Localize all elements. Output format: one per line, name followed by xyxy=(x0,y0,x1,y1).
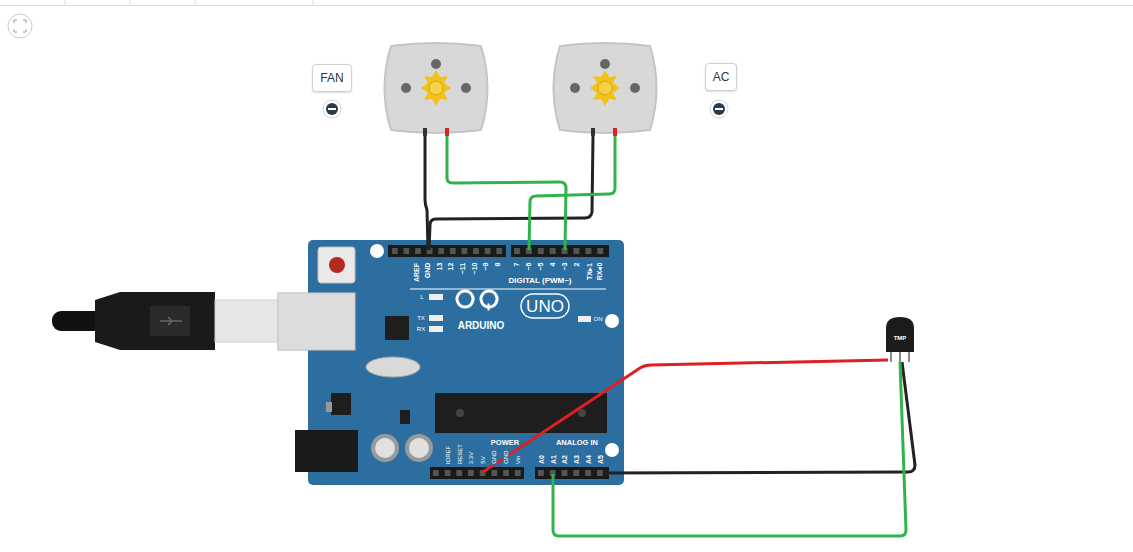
pin-label: AREF xyxy=(414,262,421,283)
remove-button xyxy=(323,100,341,118)
pin-label: TX▸1 xyxy=(586,262,593,281)
fit-view-icon xyxy=(8,14,32,38)
arduino-uno-board xyxy=(278,240,624,485)
pin-label: A5 xyxy=(596,454,603,465)
pin-label: A4 xyxy=(584,454,591,465)
pin-label: 7 xyxy=(514,262,521,268)
board-label: TX xyxy=(416,315,426,321)
pin-label: 12 xyxy=(447,262,454,272)
board-label: L xyxy=(419,294,424,300)
pin-label: A2 xyxy=(560,454,567,465)
pin-label: RESET xyxy=(457,443,463,465)
pin-label: 2 xyxy=(574,262,581,268)
pin-label: ~11 xyxy=(460,262,467,276)
pin-label: A3 xyxy=(572,454,579,465)
board-label: ARDUINO xyxy=(457,321,506,331)
pin-label: Vin xyxy=(515,454,521,465)
board-label: UNO xyxy=(525,298,565,315)
pin-label: 3.3V xyxy=(468,451,474,465)
pin-label: 8 xyxy=(495,262,502,268)
board-label: DIGITAL (PWM~) xyxy=(507,277,572,285)
pin-label: GND xyxy=(425,262,432,280)
pin-label: 5V xyxy=(480,456,486,465)
callout-text: FAN xyxy=(320,72,343,84)
usb-cable xyxy=(52,292,355,350)
callout-box: AC xyxy=(705,63,738,91)
pin-label: ~9 xyxy=(482,262,489,272)
dc-motor xyxy=(554,43,657,136)
pin-label: ~5 xyxy=(537,262,544,272)
remove-button xyxy=(710,100,728,118)
pin-label: GND xyxy=(491,450,497,465)
pin-label: A0 xyxy=(537,454,544,465)
pin-label: 13 xyxy=(436,262,443,272)
pin-label: GND xyxy=(503,450,509,465)
pin-label: IOREF xyxy=(445,445,451,465)
pin-label: A1 xyxy=(549,454,556,465)
dc-motor xyxy=(385,43,488,136)
temperature-sensor xyxy=(886,317,914,362)
board-label: ON xyxy=(593,316,604,322)
wires xyxy=(425,136,915,536)
component-label: TMP xyxy=(893,335,908,341)
callout-text: AC xyxy=(713,71,730,83)
board-label: RX xyxy=(416,326,426,332)
pin-label: ~10 xyxy=(472,262,479,276)
pin-label: ~6 xyxy=(525,262,532,272)
toolbar-line xyxy=(0,5,1133,6)
pin-label: RX◂0 xyxy=(597,262,604,282)
pin-label: ~3 xyxy=(561,262,568,272)
pin-label: 4 xyxy=(550,262,557,268)
callout-box: FAN xyxy=(312,64,351,92)
board-label: ANALOG IN xyxy=(555,439,599,447)
board-label: POWER xyxy=(490,439,520,447)
